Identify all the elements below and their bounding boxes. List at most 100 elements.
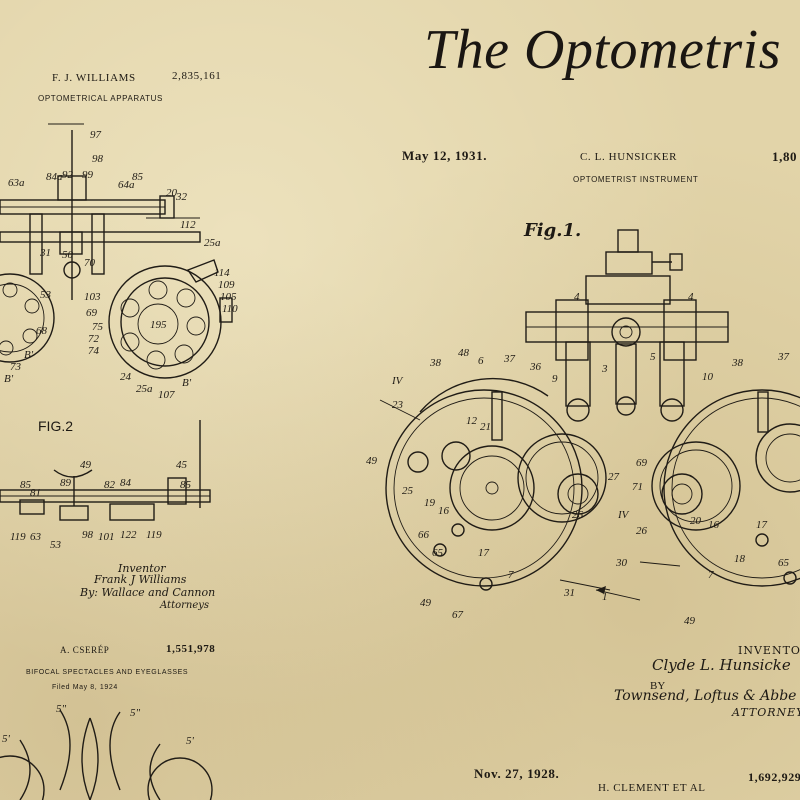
svg-text:18: 18 bbox=[734, 553, 746, 565]
svg-text:92: 92 bbox=[62, 169, 74, 181]
svg-text:B': B' bbox=[182, 377, 192, 389]
svg-text:5': 5' bbox=[186, 735, 195, 747]
svg-text:17: 17 bbox=[478, 547, 490, 559]
williams-inventor-heading: Inventor bbox=[118, 562, 166, 575]
svg-text:24: 24 bbox=[120, 371, 132, 383]
williams-fig2-drawing: 49 45 85 85 81 82 84 89 119 63 53 98 101… bbox=[0, 420, 211, 551]
hunsicker-inventor-name: Clyde L. Hunsicke bbox=[652, 656, 791, 674]
hunsicker-by: BY bbox=[650, 680, 666, 692]
svg-text:7: 7 bbox=[708, 569, 714, 581]
svg-text:66: 66 bbox=[418, 529, 430, 541]
svg-text:122: 122 bbox=[120, 529, 137, 541]
svg-text:98: 98 bbox=[92, 153, 104, 165]
svg-text:82: 82 bbox=[104, 479, 116, 491]
svg-text:110: 110 bbox=[222, 303, 238, 315]
hunsicker-patentee: C. L. HUNSICKER bbox=[580, 151, 678, 163]
clement-date: Nov. 27, 1928. bbox=[474, 766, 560, 781]
svg-text:20: 20 bbox=[166, 187, 178, 199]
svg-text:25: 25 bbox=[402, 485, 414, 497]
svg-text:IV: IV bbox=[391, 375, 404, 387]
svg-text:99: 99 bbox=[82, 169, 94, 181]
svg-text:49: 49 bbox=[420, 597, 432, 609]
svg-text:53: 53 bbox=[50, 539, 62, 551]
svg-text:25a: 25a bbox=[136, 383, 153, 395]
svg-text:48: 48 bbox=[458, 347, 470, 359]
hunsicker-attorney-heading: ATTORNEYS. bbox=[732, 706, 800, 719]
svg-text:85: 85 bbox=[20, 479, 32, 491]
svg-text:25a: 25a bbox=[204, 237, 221, 249]
svg-text:30: 30 bbox=[615, 557, 628, 569]
williams-fig2-label: FIG.2 bbox=[38, 418, 74, 434]
hunsicker-fig-label: Fig.1. bbox=[524, 220, 582, 241]
hunsicker-date: May 12, 1931. bbox=[402, 148, 488, 163]
svg-text:32: 32 bbox=[175, 191, 188, 203]
williams-subject: OPTOMETRICAL APPARATUS bbox=[38, 94, 163, 103]
svg-text:75: 75 bbox=[92, 321, 104, 333]
svg-text:109: 109 bbox=[218, 279, 235, 291]
svg-text:38: 38 bbox=[731, 357, 744, 369]
svg-text:IV: IV bbox=[617, 509, 630, 521]
svg-text:49: 49 bbox=[684, 615, 696, 627]
svg-text:31: 31 bbox=[563, 587, 575, 599]
svg-text:69: 69 bbox=[636, 457, 648, 469]
svg-text:67: 67 bbox=[452, 609, 464, 621]
cserep-drawing: 5" 5" 5' 5' bbox=[0, 703, 213, 800]
svg-text:84: 84 bbox=[120, 477, 132, 489]
svg-text:B': B' bbox=[4, 373, 14, 385]
svg-text:64a: 64a bbox=[118, 179, 135, 191]
svg-text:5': 5' bbox=[2, 733, 11, 745]
svg-text:112: 112 bbox=[180, 219, 196, 231]
svg-text:4: 4 bbox=[574, 291, 580, 303]
clement-patentee: H. CLEMENT ET AL bbox=[598, 782, 706, 794]
svg-text:119: 119 bbox=[10, 531, 26, 543]
svg-text:10: 10 bbox=[702, 371, 714, 383]
svg-text:1: 1 bbox=[602, 591, 608, 603]
svg-text:114: 114 bbox=[214, 267, 230, 279]
svg-text:71: 71 bbox=[632, 481, 643, 493]
svg-text:65: 65 bbox=[778, 557, 790, 569]
poster-title: The Optometris bbox=[424, 19, 781, 81]
svg-text:50: 50 bbox=[62, 249, 74, 261]
svg-text:97: 97 bbox=[90, 129, 102, 141]
svg-text:5: 5 bbox=[650, 351, 656, 363]
hunsicker-inventor-heading: INVENTOR bbox=[738, 644, 800, 657]
svg-text:31: 31 bbox=[39, 247, 51, 259]
svg-text:5": 5" bbox=[130, 707, 141, 719]
svg-text:B': B' bbox=[24, 349, 34, 361]
svg-text:119: 119 bbox=[146, 529, 162, 541]
svg-text:84a: 84a bbox=[46, 171, 63, 183]
cserep-filed: Filed May 8, 1924 bbox=[52, 684, 118, 691]
svg-text:70: 70 bbox=[84, 257, 96, 269]
svg-text:101: 101 bbox=[98, 531, 115, 543]
williams-attorney-heading: Attorneys bbox=[160, 600, 210, 611]
svg-text:53: 53 bbox=[40, 289, 52, 301]
williams-fig1-drawing: 97 98 99 92 63a 84a 85 64a 20 32 112 25a… bbox=[0, 123, 238, 401]
svg-text:49: 49 bbox=[80, 459, 92, 471]
svg-text:6: 6 bbox=[478, 355, 484, 367]
svg-text:65: 65 bbox=[432, 547, 444, 559]
svg-text:17: 17 bbox=[756, 519, 768, 531]
svg-text:74: 74 bbox=[88, 345, 100, 357]
svg-text:49: 49 bbox=[366, 455, 378, 467]
svg-text:26: 26 bbox=[572, 509, 584, 521]
svg-text:98: 98 bbox=[82, 529, 94, 541]
svg-text:4: 4 bbox=[688, 291, 694, 303]
cserep-patentee: A. CSERÉP bbox=[60, 645, 110, 655]
svg-text:105: 105 bbox=[220, 291, 237, 303]
clement-patent-number: 1,692,929 bbox=[748, 770, 800, 784]
svg-text:16: 16 bbox=[708, 519, 720, 531]
hunsicker-subject: OPTOMETRIST INSTRUMENT bbox=[573, 175, 699, 184]
cserep-subject: BIFOCAL SPECTACLES AND EYEGLASSES bbox=[26, 669, 189, 676]
svg-text:63a: 63a bbox=[8, 177, 25, 189]
svg-text:195: 195 bbox=[150, 319, 167, 331]
svg-text:23: 23 bbox=[392, 399, 404, 411]
williams-patentee: F. J. WILLIAMS bbox=[52, 72, 136, 84]
svg-text:7: 7 bbox=[508, 569, 514, 581]
svg-text:69: 69 bbox=[86, 307, 98, 319]
svg-text:37: 37 bbox=[777, 351, 790, 363]
svg-text:73: 73 bbox=[10, 361, 22, 373]
svg-text:107: 107 bbox=[158, 389, 175, 401]
svg-text:12: 12 bbox=[466, 415, 478, 427]
hunsicker-attorney-names: Townsend, Loftus & Abbe bbox=[614, 688, 797, 704]
